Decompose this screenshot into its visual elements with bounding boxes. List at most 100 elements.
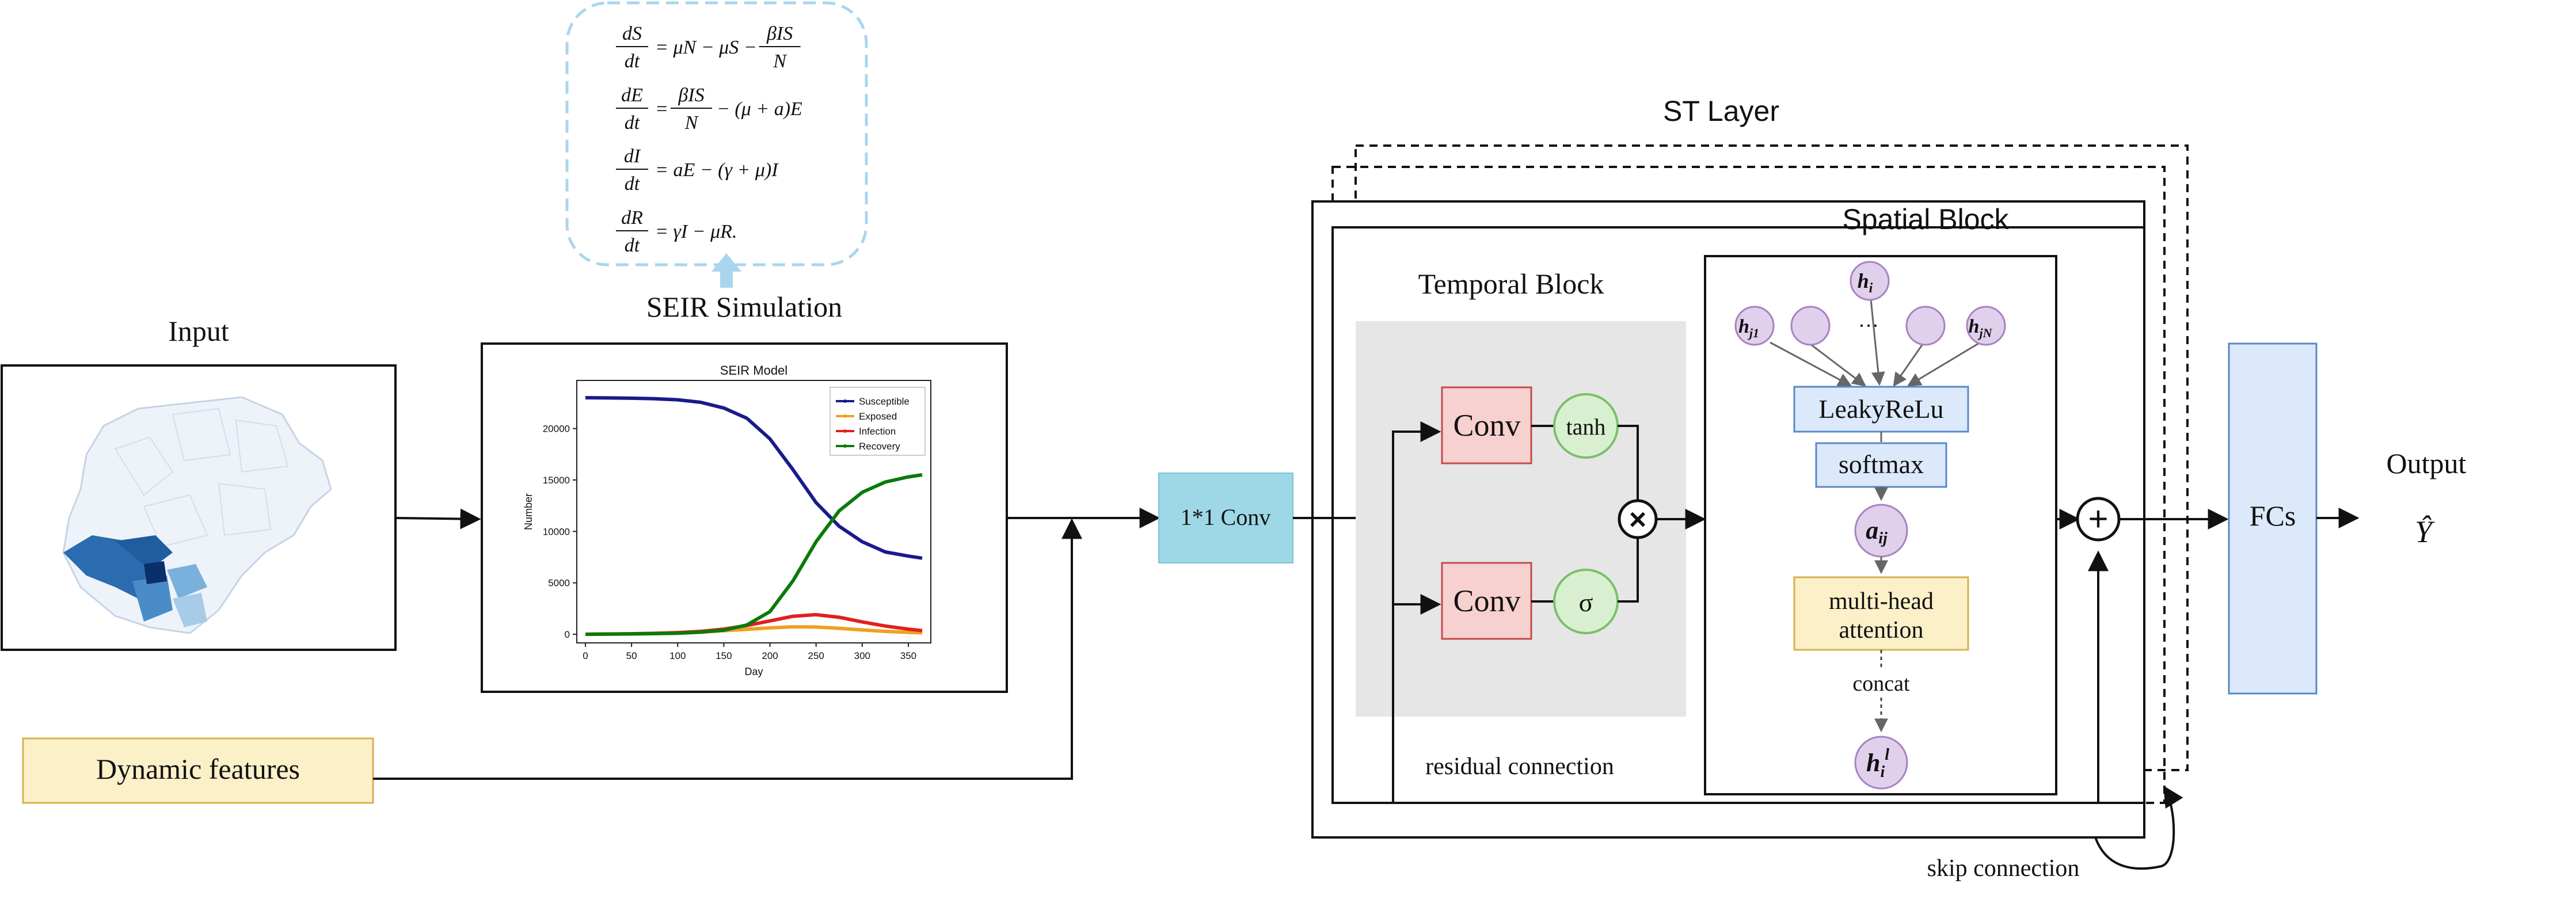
chart-y-label: Number [523, 493, 534, 530]
chart-x-label: Day [744, 666, 763, 677]
arrow-node4-to-leaky [1893, 344, 1924, 387]
neighbor-ellipsis: ··· [1858, 314, 1879, 337]
input-title: Input [168, 315, 229, 347]
eq-lhs-den: dt [625, 112, 641, 134]
chart-series-line-susceptible [585, 396, 923, 560]
dynamic-features-label: Dynamic features [96, 753, 300, 785]
eq-frac-num: βIS [678, 85, 704, 106]
arrow-hi-to-leaky [1870, 299, 1885, 386]
attention-label: attention [1839, 617, 1924, 643]
equations-arrow-head [711, 253, 741, 272]
eq-lhs-den: dt [625, 173, 641, 195]
eq-lhs-den: dt [625, 51, 641, 72]
spatial-block-title: Spatial Block [1842, 203, 2009, 235]
conv1x1-box [1158, 473, 1293, 563]
node-h-jN [1966, 306, 2006, 346]
chart-x-tick-label: 50 [626, 650, 637, 661]
multi-head-label: multi-head [1829, 588, 1934, 615]
node-h-i [1850, 261, 1890, 301]
chart-legend [830, 387, 926, 456]
line-tanh-to-mult [1618, 425, 1639, 504]
chart-x-tick-label: 0 [583, 650, 588, 661]
node-neighbor-2 [1790, 306, 1831, 346]
conv-top-box [1441, 386, 1532, 464]
node-a-ij-label: aij [1866, 516, 1888, 547]
conv-top-label: Conv [1453, 408, 1520, 443]
node-h-out-label: hil [1866, 746, 1889, 781]
map-region-mid-1 [132, 576, 173, 622]
eq-lhs-num: dR [621, 207, 643, 228]
chart-x-tick-label: 150 [716, 650, 732, 661]
arrow-to-conv-top [1392, 421, 1441, 518]
chart-x-tick-label: 100 [669, 650, 686, 661]
arrow-hjN-to-leaky [1907, 341, 1981, 387]
seir-simulation-title: SEIR Simulation [646, 291, 842, 323]
conv-bottom-label: Conv [1453, 584, 1520, 618]
eq-rhs: = γI − μR. [655, 221, 737, 242]
output-title: Output [2387, 447, 2467, 479]
line-sigma-to-mult [1618, 535, 1639, 603]
chart-title: SEIR Model [720, 363, 787, 378]
chart-legend-label: Recovery [859, 441, 900, 452]
chart-x-tick-label: 350 [900, 650, 916, 661]
map-region-high-2 [115, 535, 173, 570]
temporal-block-title: Temporal Block [1418, 268, 1604, 300]
chart-legend-marker [843, 444, 847, 448]
chart-y-tick-label: 5000 [548, 578, 570, 589]
eq-tail: − (μ + a)E [717, 98, 802, 120]
multi-head-attention-box [1793, 576, 1969, 651]
leaky-relu-box [1793, 386, 1969, 433]
map-region-low [173, 593, 207, 627]
eq-lhs-num: dS [622, 23, 642, 44]
st-layer-title: ST Layer [1663, 95, 1779, 127]
eq-rhs: = aE − (γ + μ)I [655, 159, 779, 181]
node-neighbor-4 [1905, 306, 1946, 346]
arrow-dynamic-features [373, 518, 1082, 780]
chart-legend-marker [843, 429, 847, 433]
region-map [62, 396, 332, 634]
equations-box [565, 1, 868, 266]
skip-connection-path [2094, 785, 2183, 870]
conv-bottom-box [1441, 562, 1532, 640]
map-regions [114, 407, 289, 548]
plus-label: + [2088, 500, 2108, 538]
node-h-i-label: hi [1858, 269, 1873, 296]
arrow-input-to-seir [395, 508, 481, 530]
chart-legend-marker [843, 399, 847, 403]
chart-legend-label: Susceptible [859, 396, 910, 407]
chart-series-line-recovery [585, 473, 923, 636]
chart-y-tick-label: 15000 [543, 475, 570, 486]
fcs-label: FCs [2250, 500, 2296, 532]
node-h-j1-label: hj1 [1738, 316, 1759, 340]
residual-connection-label: residual connection [1425, 753, 1614, 780]
node-h-j1 [1734, 306, 1775, 346]
chart-x-tick-label: 250 [808, 650, 824, 661]
chart-x-tick-label: 300 [854, 650, 870, 661]
chart-y-tick-label: 0 [565, 629, 570, 640]
output-y-hat: Ŷ [2415, 515, 2435, 549]
node-h-jN-label: hjN [1969, 316, 1993, 340]
map-region-max [144, 561, 167, 584]
concat-label: concat [1852, 672, 1910, 696]
eq-lhs-num: dE [621, 85, 643, 106]
chart-y-tick-label: 10000 [543, 526, 570, 537]
chart-x-tick-label: 200 [762, 650, 778, 661]
eq-lhs-num: dI [624, 146, 641, 167]
arrow-node2-to-leaky [1810, 343, 1866, 387]
map-region-mid-2 [167, 564, 207, 599]
chart-y-tick-label: 20000 [543, 424, 570, 435]
leaky-relu-label: LeakyReLu [1818, 394, 1943, 424]
conv1x1-label: 1*1 Conv [1181, 504, 1271, 530]
arrow-hj1-to-leaky [1770, 341, 1852, 387]
eq-rhs: = [655, 98, 668, 120]
tanh-label: tanh [1566, 414, 1606, 440]
skip-connection-label: skip connection [1927, 855, 2080, 882]
eq-frac-den: N [684, 112, 699, 134]
sigma-label: σ [1579, 588, 1593, 617]
softmax-label: softmax [1839, 450, 1924, 479]
eq-lhs-den: dt [625, 235, 641, 256]
eq-frac-num: βIS [766, 23, 793, 44]
